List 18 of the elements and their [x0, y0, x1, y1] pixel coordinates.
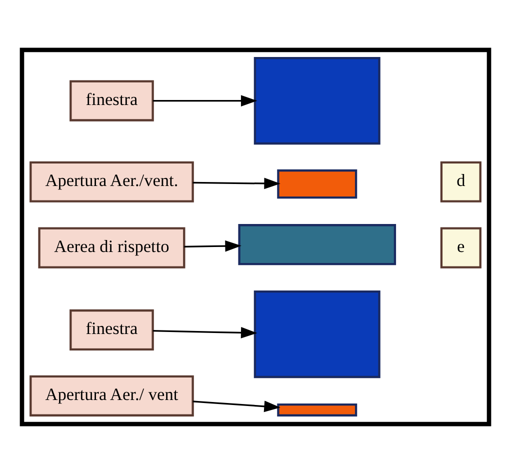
node-box: d — [440, 160, 481, 202]
node-box: Aerea di rispetto — [38, 226, 185, 268]
arrow — [192, 400, 280, 412]
cluster — [19, 47, 491, 426]
arrow — [192, 177, 280, 189]
node-box: finestra — [69, 80, 154, 121]
node-box: Apertura Aer./vent. — [29, 160, 194, 202]
arrow — [184, 240, 241, 252]
arrow — [152, 94, 257, 106]
node-box — [276, 168, 357, 198]
node-box — [253, 290, 380, 378]
node-box: e — [440, 226, 481, 268]
node-box: Apertura Aer./ vent — [29, 374, 194, 416]
node-box: finestra — [69, 308, 154, 350]
arrow — [152, 326, 257, 338]
node-box — [253, 56, 380, 144]
node-bar — [276, 403, 357, 416]
node-box — [238, 224, 396, 265]
